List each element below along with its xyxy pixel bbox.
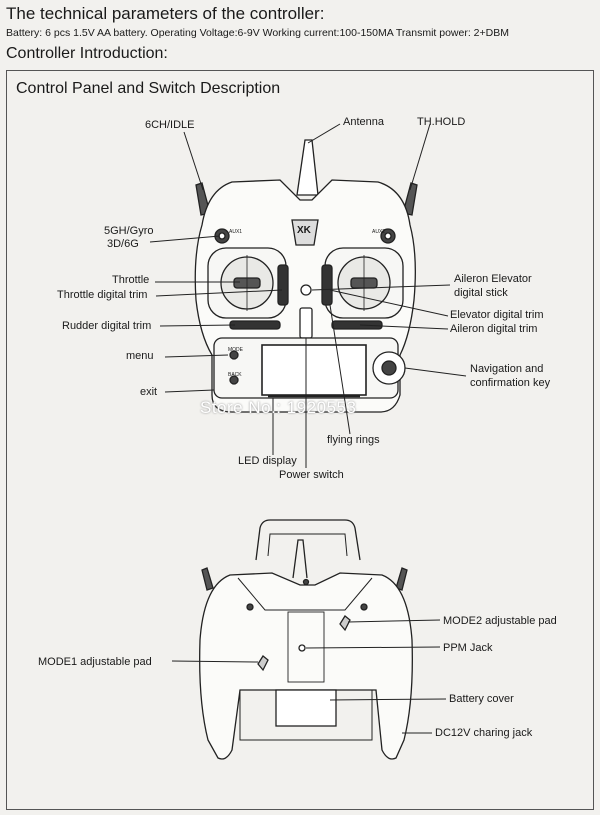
back-button: BACK: [228, 372, 242, 378]
label-battery-cover: Battery cover: [449, 693, 514, 705]
switch-right: [402, 182, 418, 216]
section-title: Controller Introduction:: [6, 45, 168, 62]
label-ppm-jack: PPM Jack: [443, 642, 493, 654]
label-gyro-2: 3D/6G: [107, 238, 139, 250]
label-flying-rings: flying rings: [327, 434, 380, 446]
panel-title: Control Panel and Switch Description: [16, 80, 281, 97]
back-handle: [255, 519, 361, 561]
aux1-label: AUX1: [229, 229, 243, 235]
label-gyro-1: 5GH/Gyro: [104, 225, 154, 237]
label-power-switch: Power switch: [279, 469, 344, 481]
back-antenna: [292, 539, 308, 579]
xk-logo: XK: [297, 225, 311, 236]
label-mode1-pad: MODE1 adjustable pad: [38, 656, 152, 668]
label-dc-jack: DC12V charing jack: [435, 727, 533, 739]
technical-params: Battery: 6 pcs 1.5V AA battery. Operatin…: [6, 27, 509, 39]
mode-button: MODE: [228, 347, 243, 353]
label-throttle-trim: Throttle digital trim: [57, 289, 148, 301]
label-exit: exit: [140, 386, 158, 398]
label-6ch-idle: 6CH/IDLE: [145, 119, 195, 131]
label-aileron-stick-2: digital stick: [454, 287, 508, 299]
label-throttle: Throttle: [112, 274, 150, 286]
label-menu: menu: [126, 350, 154, 362]
diagram-panel: [6, 70, 594, 810]
antenna-shape: [296, 139, 319, 196]
aux2-label: AUX2: [372, 229, 386, 235]
label-elevator-trim: Elevator digital trim: [450, 309, 544, 321]
power-switch-shape: [299, 307, 313, 339]
led-screen: [261, 344, 367, 396]
back-body: [199, 572, 413, 760]
label-led-display: LED display: [238, 455, 297, 467]
label-aileron-trim: Aileron digital trim: [450, 323, 538, 335]
label-th-hold: TH.HOLD: [417, 116, 466, 128]
label-mode2-pad: MODE2 adjustable pad: [443, 615, 557, 627]
label-nav-1: Navigation and: [470, 363, 544, 375]
label-aileron-stick-1: Aileron Elevator: [454, 273, 532, 285]
store-watermark: Store No.: 1920553: [200, 398, 357, 417]
battery-cover-shape: [275, 689, 337, 727]
label-antenna: Antenna: [343, 116, 384, 128]
page-title: The technical parameters of the controll…: [6, 4, 325, 23]
label-rudder-trim: Rudder digital trim: [62, 320, 152, 332]
label-nav-2: confirmation key: [470, 377, 551, 389]
